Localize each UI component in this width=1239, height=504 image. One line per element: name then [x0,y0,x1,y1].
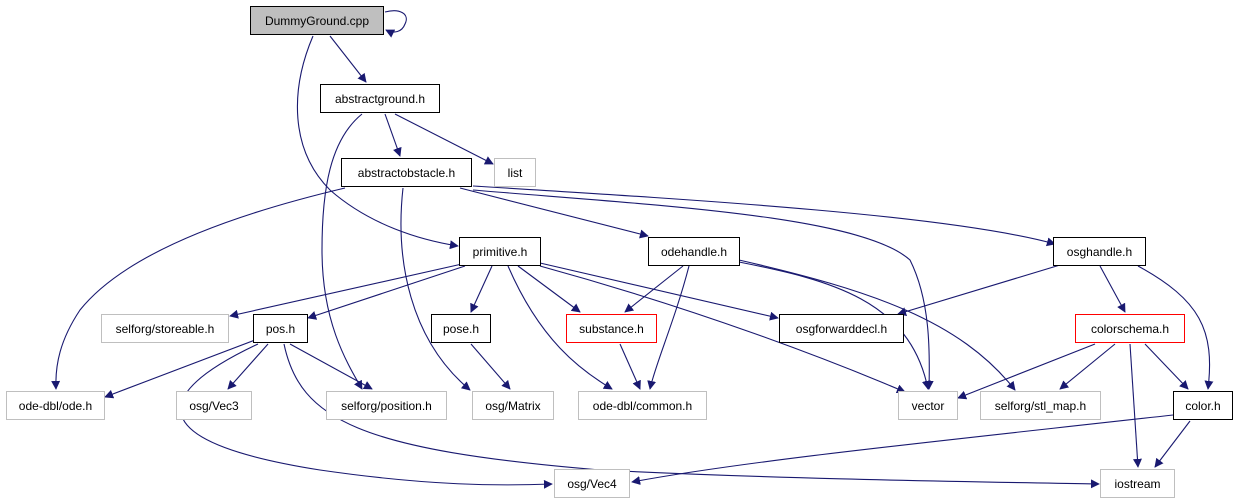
edge-primitive-osgforwarddecl [539,262,779,321]
edge-osghandle-osgforwarddecl [897,264,1061,316]
node-pos-h[interactable]: pos.h [253,314,308,343]
node-label: osgforwarddecl.h [795,321,888,336]
edge-primitive-pose [470,265,493,313]
edge-primitive-substance [517,265,581,313]
node-label: selforg/position.h [341,398,432,413]
node-osg-matrix: osg/Matrix [472,391,554,420]
node-primitive-h[interactable]: primitive.h [459,237,541,266]
node-label: primitive.h [472,244,528,259]
edge-osghandle-colorschema [1099,265,1126,313]
node-label: osg/Vec3 [189,398,239,413]
node-label: pos.h [265,321,296,336]
edge-pos-vec3 [227,343,269,390]
edge-colorschema-vector [957,343,1096,400]
edge-odehandle-substance [624,265,684,313]
node-label: list [507,165,523,180]
node-color-h[interactable]: color.h [1173,391,1233,420]
node-label: osg/Vec4 [567,476,617,491]
edge-osghandle-color [1137,265,1214,390]
edge-abstractobstacle-odehandle [459,187,649,239]
node-label: selforg/storeable.h [115,321,215,336]
edge-pos-position [289,343,373,390]
node-label: ode-dbl/ode.h [18,398,93,413]
edge-dummyground-abstractground [329,35,367,83]
edge-primitive-common [507,265,613,390]
node-pose-h[interactable]: pose.h [431,314,491,343]
node-abstractground-h[interactable]: abstractground.h [320,84,440,113]
edge-color-iostream [1154,420,1191,468]
node-osg-vec4: osg/Vec4 [554,469,630,498]
edge-pos-vec4 [180,343,553,489]
node-label: osghandle.h [1066,244,1133,259]
edge-abstractground-abstractobstacle [384,113,402,157]
node-dummyground-cpp: DummyGround.cpp [250,6,384,35]
node-label: vector [911,398,945,413]
node-odehandle-h[interactable]: odehandle.h [648,237,740,266]
node-list: list [494,158,536,187]
edge-abstractground-list [394,113,494,165]
edge-dummyground-self [384,10,407,38]
edge-abstractobstacle-matrix [400,187,471,391]
node-osgforwarddecl-h[interactable]: osgforwarddecl.h [779,314,904,343]
edge-odehandle-vector [738,261,931,390]
edge-colorschema-iostream [1129,343,1142,468]
node-label: substance.h [579,321,644,336]
node-abstractobstacle-h[interactable]: abstractobstacle.h [341,158,472,187]
node-label: color.h [1185,398,1221,413]
node-osg-vec3: osg/Vec3 [176,391,252,420]
node-label: abstractobstacle.h [357,165,456,180]
edge-colorschema-stlmap [1059,343,1116,390]
edge-primitive-storeable [229,263,463,319]
edge-primitive-pos [307,265,466,320]
edge-color-vec4 [631,414,1174,485]
node-vector: vector [898,391,958,420]
dependency-edges [51,10,1214,489]
node-label: osg/Matrix [485,398,541,413]
edge-dummyground-primitive [296,35,459,250]
node-label: iostream [1114,476,1161,491]
edge-odehandle-common [647,265,690,390]
node-iostream: iostream [1100,469,1175,498]
node-selforg-storeable-h: selforg/storeable.h [101,314,229,343]
node-selforg-position-h: selforg/position.h [326,391,447,420]
node-ode-dbl-ode-h: ode-dbl/ode.h [6,391,105,420]
edge-abstractobstacle-odeode [51,187,346,390]
node-label: odehandle.h [660,244,728,259]
edge-abstractobstacle-osghandle [472,185,1056,247]
node-selforg-stl-map-h: selforg/stl_map.h [980,391,1101,420]
node-label: selforg/stl_map.h [994,398,1087,413]
edge-pose-matrix [470,343,511,390]
edge-abstractobstacle-vector [472,189,934,390]
node-label: ode-dbl/common.h [592,398,693,413]
edge-primitive-vector [539,265,906,393]
edge-colorschema-color [1144,343,1189,390]
node-ode-dbl-common-h: ode-dbl/common.h [578,391,707,420]
node-label: pose.h [442,321,480,336]
node-colorschema-h[interactable]: colorschema.h [1075,314,1185,343]
node-substance-h[interactable]: substance.h [566,314,657,343]
edge-pos-odeode [104,339,256,399]
edge-abstractground-position [321,113,363,390]
node-label: abstractground.h [334,91,426,106]
node-label: colorschema.h [1090,321,1170,336]
node-osghandle-h[interactable]: osghandle.h [1053,237,1146,266]
edge-substance-common [619,343,641,390]
node-label: DummyGround.cpp [264,13,370,28]
